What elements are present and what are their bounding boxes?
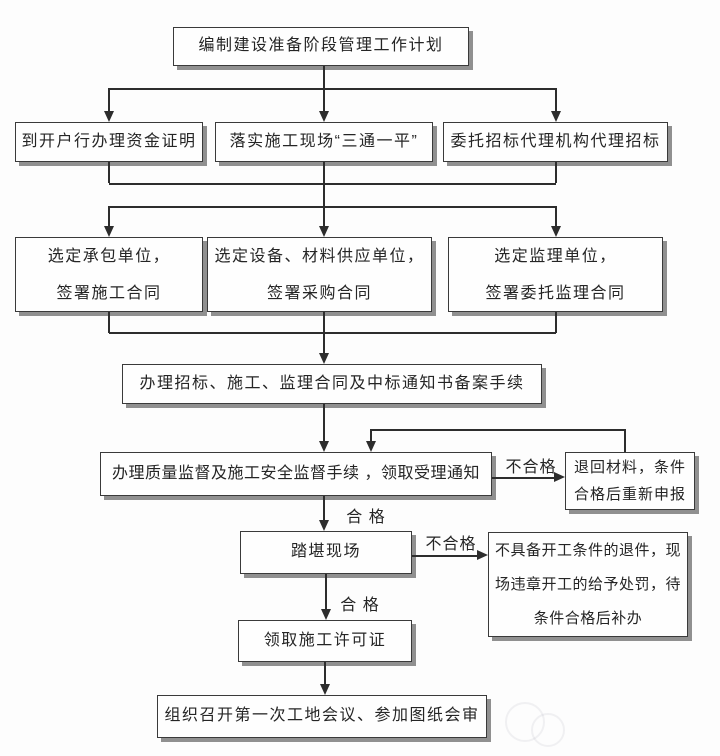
connector-line	[323, 88, 325, 112]
node-quality-supervision: 办理质量监督及施工安全监督手续 ，领取受理通知	[100, 452, 492, 496]
connector-line	[108, 206, 556, 208]
arrowhead-down	[103, 111, 114, 122]
connector-line	[324, 662, 326, 685]
connector-line	[412, 555, 477, 557]
arrowhead-down	[318, 520, 329, 531]
connector-line	[108, 88, 110, 112]
node-site-survey: 踏堪现场	[240, 531, 412, 574]
connector-line	[370, 429, 372, 442]
connector-line	[323, 332, 325, 354]
node-select-supervisor: 选定监理单位， 签署委托监理合同	[448, 237, 663, 312]
node-site-three-connections: 落实施工现场“三通一平”	[215, 122, 433, 162]
connector-line	[323, 162, 325, 183]
node-select-contractor: 选定承包单位， 签署施工合同	[15, 237, 203, 312]
connector-line	[371, 429, 626, 431]
connector-line	[492, 477, 554, 479]
edge-label-pass-2: 合 格	[340, 597, 380, 614]
arrowhead-down	[320, 609, 331, 620]
connector-line	[555, 88, 557, 112]
connector-line	[323, 66, 325, 88]
connector-line	[323, 496, 325, 520]
node-rejection-penalty: 不具备开工条件的退件，现 场违章开工的给予处罚，待 条件合格后补办	[488, 532, 688, 637]
watermark	[531, 713, 565, 747]
node-bidding-agency: 委托招标代理机构代理招标	[443, 122, 668, 162]
node-contract-filing: 办理招标、施工、监理合同及中标通知书备案手续	[122, 364, 542, 404]
connector-line	[108, 88, 556, 90]
connector-line	[108, 183, 556, 185]
arrowhead-down	[550, 111, 561, 122]
connector-line	[108, 332, 556, 334]
arrowhead-down	[318, 441, 329, 452]
connector-line	[555, 206, 557, 227]
node-return-materials: 退回材料，条件 合格后重新申报	[565, 452, 695, 510]
connector-line	[108, 162, 110, 183]
arrowhead-down	[365, 441, 376, 452]
connector-line	[323, 206, 325, 227]
arrowhead-down	[550, 226, 561, 237]
connector-line	[323, 312, 325, 333]
connector-line	[555, 162, 557, 183]
arrowhead-down	[103, 226, 114, 237]
arrowhead-down	[318, 353, 329, 364]
edge-label-fail-1: 不合格	[505, 459, 557, 476]
arrowhead-right	[554, 472, 565, 483]
edge-label-pass-1: 合 格	[346, 509, 386, 526]
edge-label-fail-2: 不合格	[425, 536, 477, 553]
arrowhead-down	[318, 111, 329, 122]
node-plan: 编制建设准备阶段管理工作计划	[173, 27, 469, 66]
connector-line	[323, 404, 325, 442]
connector-line	[555, 312, 557, 333]
arrowhead-down	[318, 226, 329, 237]
node-fund-certificate: 到开户行办理资金证明	[15, 122, 203, 162]
connector-line	[108, 312, 110, 333]
node-first-site-meeting: 组织召开第一次工地会议、参加图纸会审	[157, 695, 487, 738]
connector-line	[325, 574, 327, 610]
connector-line	[323, 183, 325, 206]
arrowhead-right	[477, 550, 488, 561]
connector-line	[108, 206, 110, 227]
arrowhead-down	[319, 684, 330, 695]
node-construction-permit: 领取施工许可证	[238, 620, 412, 662]
connector-line	[624, 429, 626, 452]
node-select-supplier: 选定设备、材料供应单位， 签署采购合同	[207, 237, 432, 312]
